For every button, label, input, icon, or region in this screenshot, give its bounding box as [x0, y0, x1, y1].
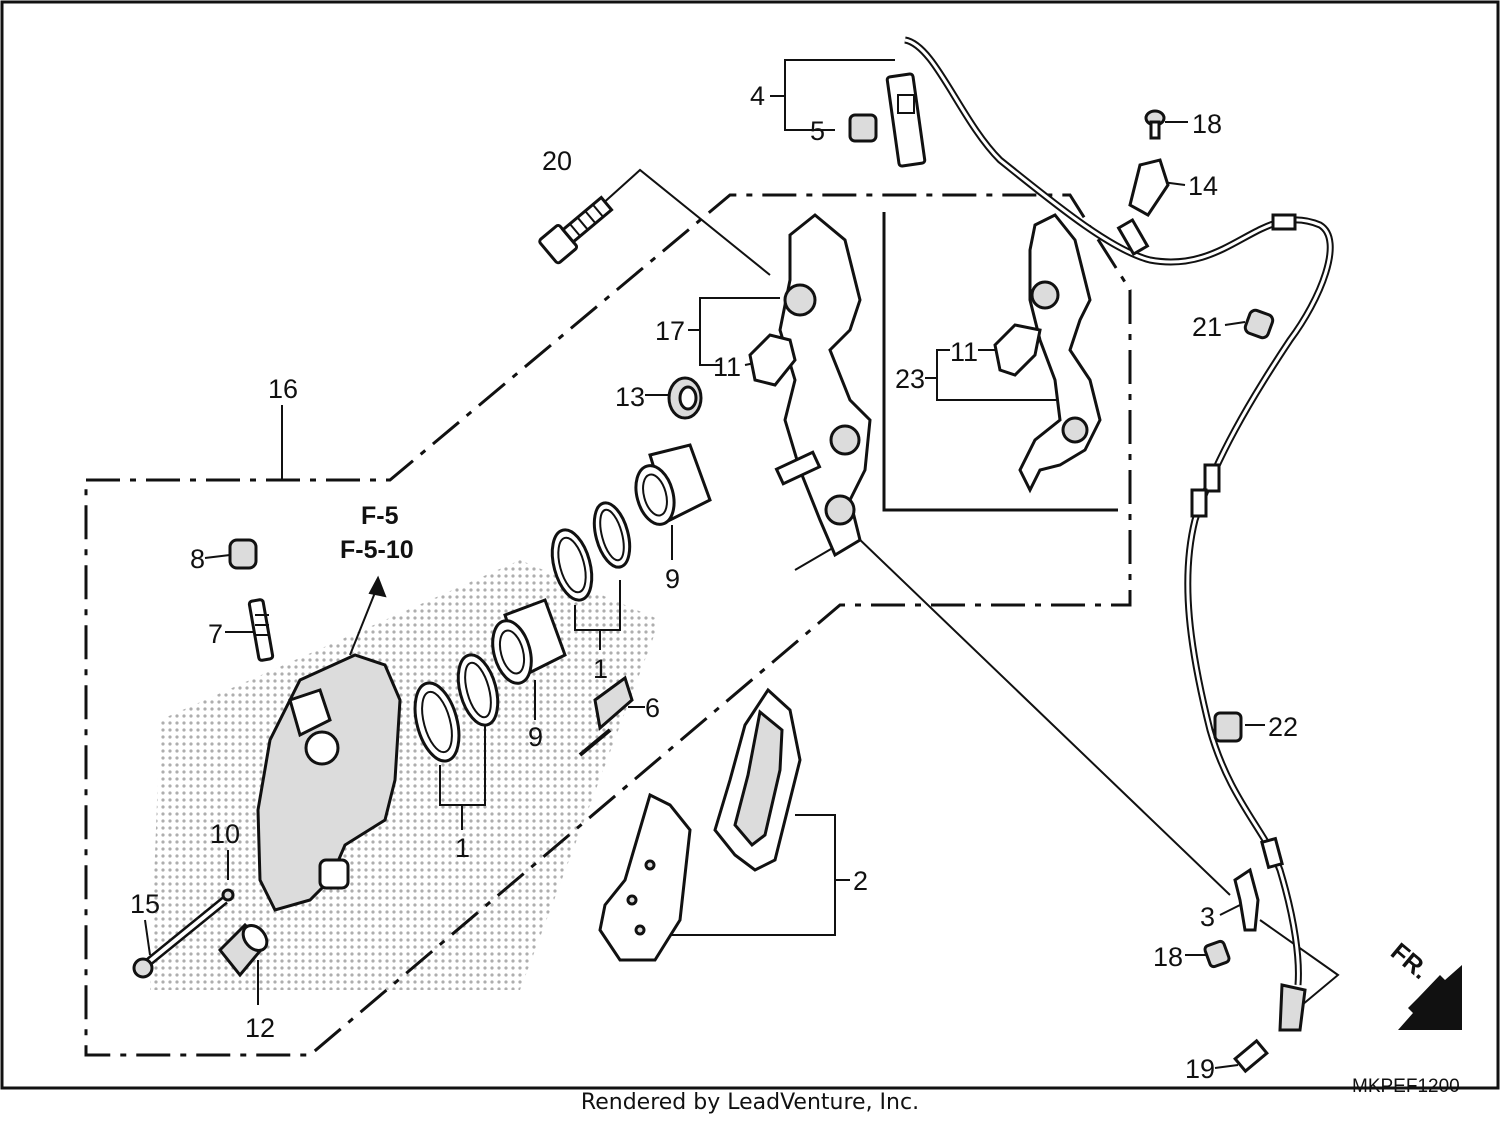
callout-16: 16 — [268, 374, 298, 404]
assembly-boundary-23 — [882, 212, 1118, 512]
callout-20: 20 — [542, 146, 572, 176]
caliper-bracket-part-23 — [1018, 213, 1102, 494]
callout-21: 21 — [1192, 312, 1222, 342]
piston-seals-part-1-upper — [550, 501, 632, 602]
brake-pad-part-2-front — [713, 687, 802, 872]
callout-18-bottom: 18 — [1153, 942, 1183, 972]
callout-18-top: 18 — [1192, 109, 1222, 139]
pad-spring-part-11-b — [993, 323, 1042, 377]
sensor-bracket-part-3 — [1233, 867, 1260, 932]
bleeder-cap-part-8 — [228, 538, 258, 570]
watermark-logo — [150, 560, 660, 990]
sensor-wire — [903, 36, 1334, 986]
forward-label: FR. — [1385, 938, 1434, 985]
clip-part-22 — [1213, 711, 1243, 743]
callout-11-b: 11 — [950, 337, 978, 367]
reference-label-f5: F-5 — [361, 502, 399, 530]
render-credit: Rendered by LeadVenture, Inc. — [580, 1090, 920, 1115]
plug-part-10 — [221, 888, 235, 902]
callout-14: 14 — [1188, 171, 1218, 201]
callout-labels: 20 4 5 18 14 21 17 11 13 11 23 16 8 7 9 … — [130, 81, 1298, 1084]
assembly-boundary-16 — [84, 193, 1132, 1057]
callout-12: 12 — [245, 1013, 275, 1043]
reference-label-f5-10: F-5-10 — [340, 536, 414, 564]
grommet-part-5 — [848, 113, 878, 143]
piston-part-9-upper — [634, 443, 712, 526]
callout-2: 2 — [853, 866, 868, 896]
caliper-bracket-part-17 — [774, 213, 872, 558]
brake-pad-part-2-rear — [598, 792, 692, 962]
piston-seals-part-1-lower — [413, 653, 500, 763]
callout-13: 13 — [615, 382, 645, 412]
bolt-part-18-top — [1144, 109, 1166, 140]
callout-15: 15 — [130, 889, 160, 919]
forward-arrow-icon — [1398, 965, 1462, 1030]
retainer-part-6 — [578, 675, 634, 757]
callout-7: 7 — [208, 619, 223, 649]
pin-bolt-part-12 — [217, 922, 269, 978]
callout-8: 8 — [190, 544, 205, 574]
speed-sensor-head — [1278, 983, 1307, 1032]
boot-part-13 — [667, 376, 703, 420]
diagram-border — [0, 0, 1500, 1090]
callout-4: 4 — [750, 81, 765, 111]
nut-part-21 — [1243, 308, 1275, 340]
callout-19: 19 — [1185, 1054, 1215, 1084]
sensor-connector-part-4 — [885, 72, 927, 168]
pad-pin-part-15 — [132, 896, 228, 979]
callout-9-lower: 9 — [528, 722, 543, 752]
callout-3: 3 — [1200, 902, 1215, 932]
bolt-part-19 — [1233, 1038, 1269, 1074]
callout-17: 17 — [655, 316, 685, 346]
bolt-part-18-bottom — [1203, 939, 1231, 969]
callout-23: 23 — [895, 364, 925, 394]
callout-9-upper: 9 — [665, 564, 680, 594]
callout-1-upper: 1 — [593, 654, 608, 684]
callout-11-a: 11 — [713, 352, 741, 382]
callout-22: 22 — [1268, 712, 1298, 742]
bleeder-valve-part-7 — [247, 598, 275, 662]
pad-spring-part-11-a — [748, 333, 797, 387]
piston-part-9-lower — [491, 598, 567, 685]
caliper-body-part-16 — [256, 653, 402, 912]
callout-5: 5 — [810, 116, 825, 146]
callout-6: 6 — [645, 693, 660, 723]
bolt-part-20 — [538, 195, 614, 265]
wire-clamp-part-14 — [1128, 158, 1170, 217]
callout-1-lower: 1 — [455, 833, 470, 863]
callout-10: 10 — [210, 819, 240, 849]
diagram-code: MKPEF1200 — [1352, 1076, 1460, 1097]
